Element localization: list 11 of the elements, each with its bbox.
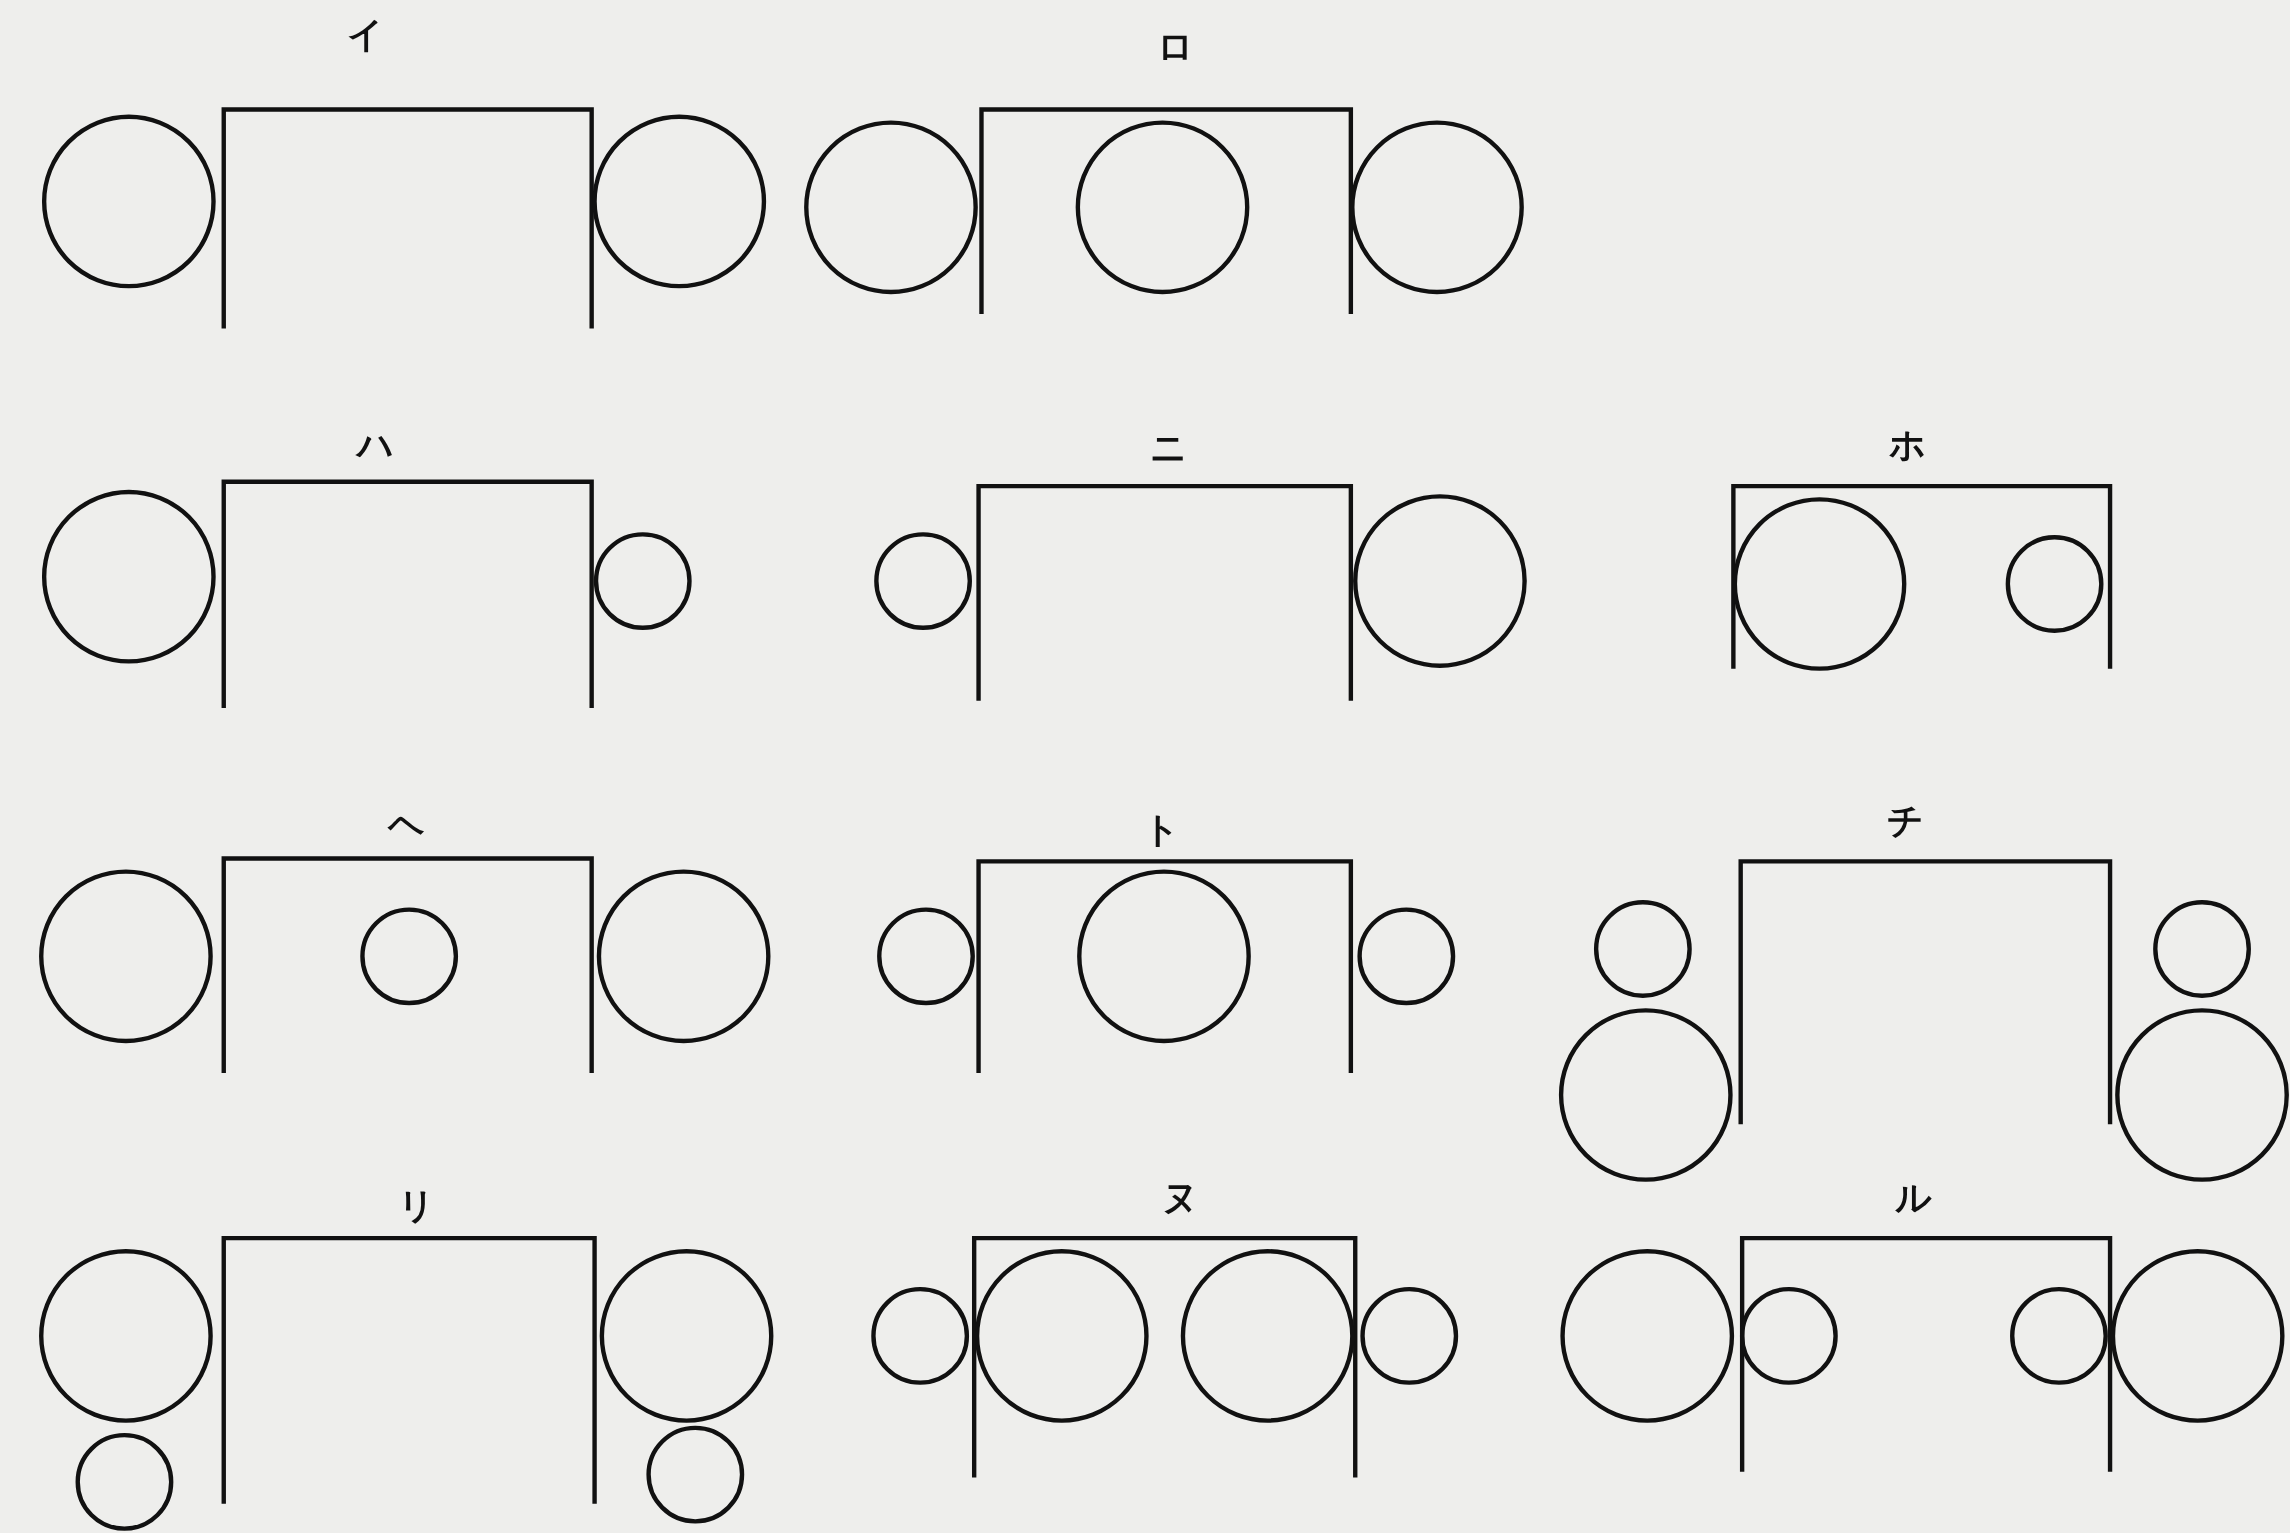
panel-label: ヌ <box>1161 1179 1199 1216</box>
panel-label: ル <box>1894 1179 1932 1216</box>
panel-label: ヘ <box>387 807 425 844</box>
panel-label: ニ <box>1149 430 1187 467</box>
panel-label: ハ <box>356 427 394 464</box>
panel-label: ホ <box>1888 427 1926 464</box>
panel-label: イ <box>346 17 384 54</box>
panel-label: チ <box>1887 802 1925 839</box>
panel-label: ト <box>1142 811 1180 848</box>
panel-label: ロ <box>1157 28 1195 65</box>
panel-label: リ <box>397 1188 435 1225</box>
